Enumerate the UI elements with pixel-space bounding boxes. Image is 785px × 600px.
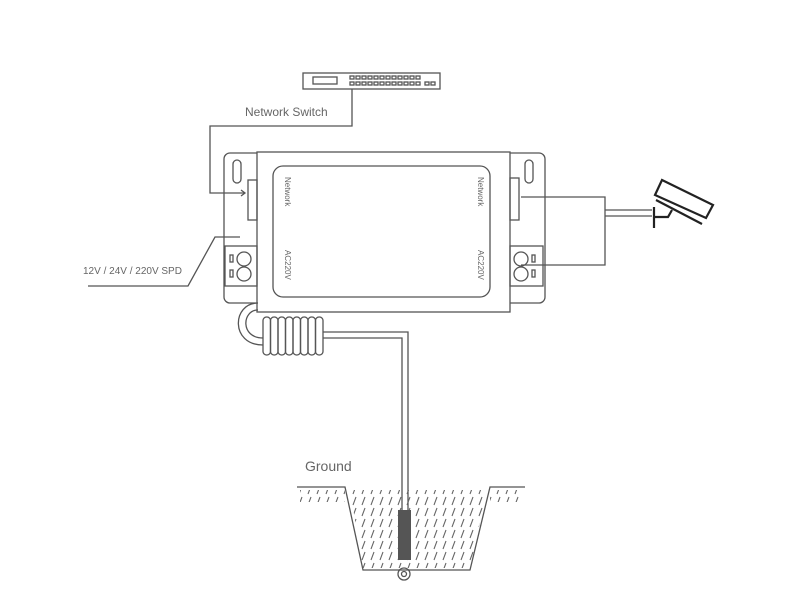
switch-port [415,75,421,80]
switch-port [403,81,409,86]
network-cable-in [209,89,353,194]
coil-turn [269,316,279,356]
port-label-ac-right: AC220V [476,250,485,280]
switch-port [385,81,391,86]
switch-port [349,81,355,86]
coil-turn [292,316,302,356]
switch-port [397,81,403,86]
coil-turn [314,316,324,356]
surge-protector-device [223,151,546,313]
coil-turn [284,316,294,356]
switch-port [397,75,403,80]
cctv-camera-icon [652,178,715,228]
network-switch-icon [302,72,441,90]
coil-turn [307,316,317,356]
switch-port [391,81,397,86]
port-label-ac-left: AC220V [283,250,292,280]
ground-cable [237,302,409,510]
switch-port [373,81,379,86]
coil-turn [277,316,287,356]
switch-port [367,81,373,86]
switch-port [379,81,385,86]
camera-cable [521,196,606,266]
switch-port [367,75,373,80]
ground-ring [397,567,411,581]
switch-port [355,81,361,86]
switch-port [403,75,409,80]
switch-port [361,81,367,86]
switch-port [409,75,415,80]
arrow-icon [240,189,247,197]
port-label-network-right: Network [476,177,485,207]
ground-pit [297,486,525,571]
network-switch-label: Network Switch [245,105,328,119]
ground-label: Ground [305,458,352,474]
switch-port [361,75,367,80]
switch-port [349,75,355,80]
spd-leader-line [88,236,240,287]
switch-port [385,75,391,80]
ground-ring-inner [400,570,408,578]
switch-port [391,75,397,80]
port-label-network-left: Network [283,177,292,207]
switch-port [379,75,385,80]
switch-port [415,81,421,86]
coil-turn [299,316,309,356]
switch-port [409,81,415,86]
switch-port [355,75,361,80]
ground-rod [398,510,411,560]
switch-port [430,81,436,86]
switch-port [424,81,430,86]
spd-label: 12V / 24V / 220V SPD [83,266,182,277]
coil-turn [262,316,272,356]
switch-port [373,75,379,80]
